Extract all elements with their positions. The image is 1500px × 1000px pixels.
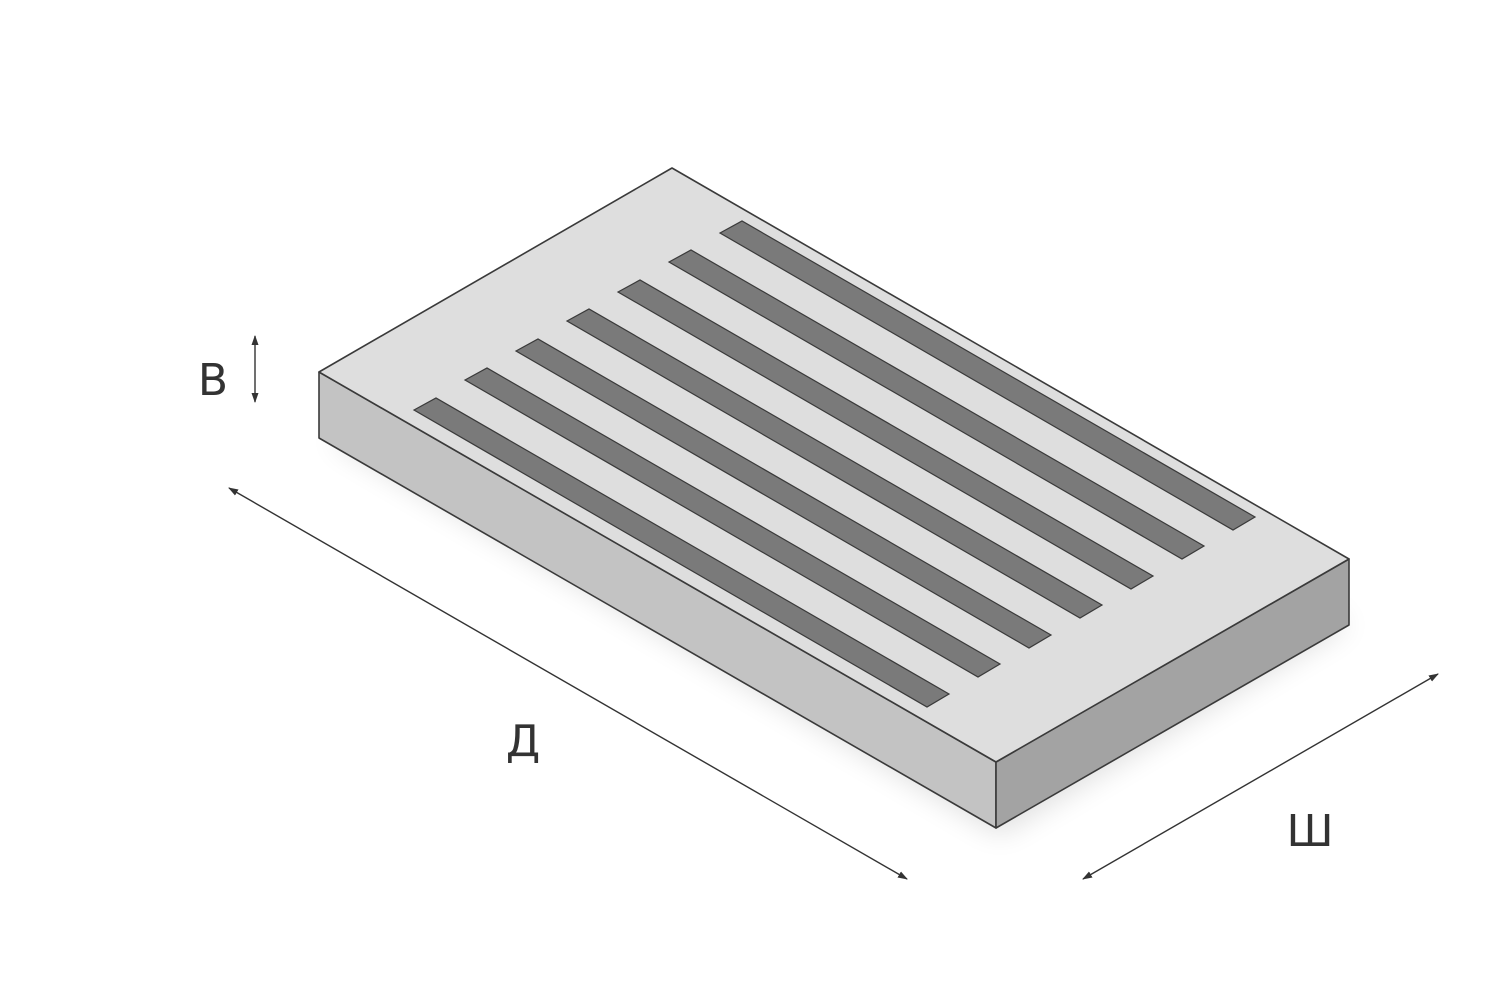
slot <box>616 279 1155 590</box>
width-dimension-arrow <box>1082 673 1439 880</box>
length-label: Д <box>506 716 540 767</box>
height-label: В <box>198 355 228 406</box>
width-label: Ш <box>1286 806 1333 857</box>
slot <box>718 220 1257 531</box>
slot <box>565 308 1104 619</box>
slot <box>667 249 1206 560</box>
length-dimension-arrow <box>228 487 908 880</box>
